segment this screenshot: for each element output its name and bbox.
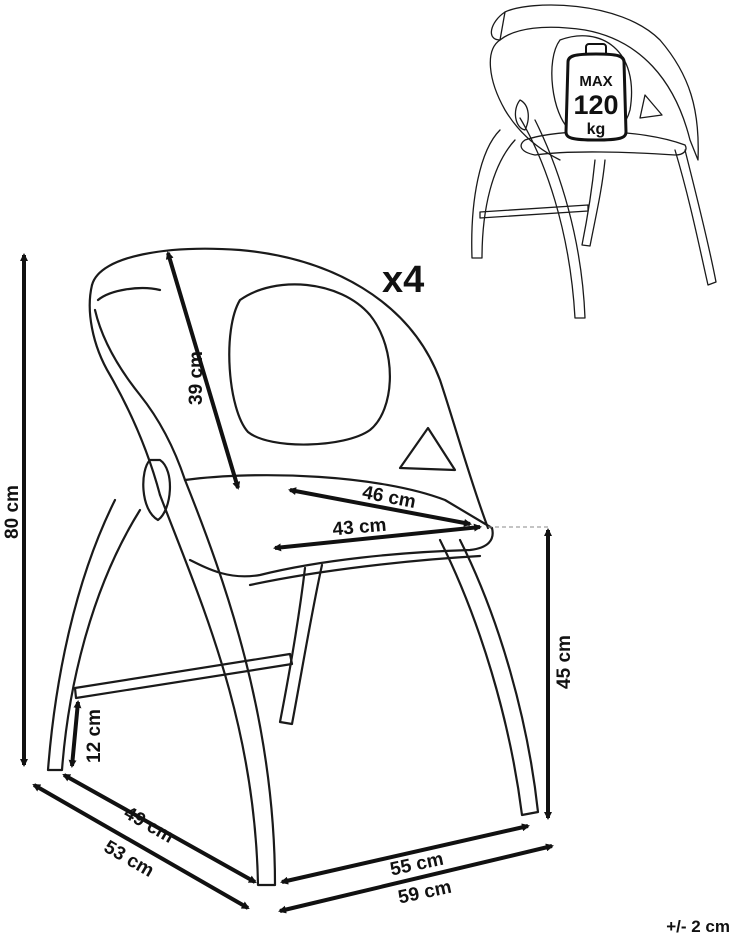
max-load-unit: kg — [587, 121, 606, 138]
dim-seat-width-front: 43 cm — [332, 515, 388, 541]
max-load-line1: MAX — [579, 73, 612, 90]
weight-icon: MAX 120 kg — [564, 43, 628, 142]
dimension-lines — [20, 251, 554, 914]
tolerance-note: +/- 2 cm — [666, 917, 730, 936]
dim-depth-outer: 53 cm — [100, 837, 157, 882]
dim-stretcher-height: 12 cm — [84, 709, 105, 763]
dim-seat-height: 45 cm — [554, 635, 575, 689]
dim-backrest-height: 39 cm — [186, 351, 207, 405]
dim-height-total: 80 cm — [2, 485, 23, 539]
dim-width-inner: 55 cm — [388, 849, 445, 881]
main-chair-illustration — [46, 247, 540, 887]
max-load-value: 120 — [573, 90, 618, 120]
quantity-label: x4 — [382, 259, 424, 301]
